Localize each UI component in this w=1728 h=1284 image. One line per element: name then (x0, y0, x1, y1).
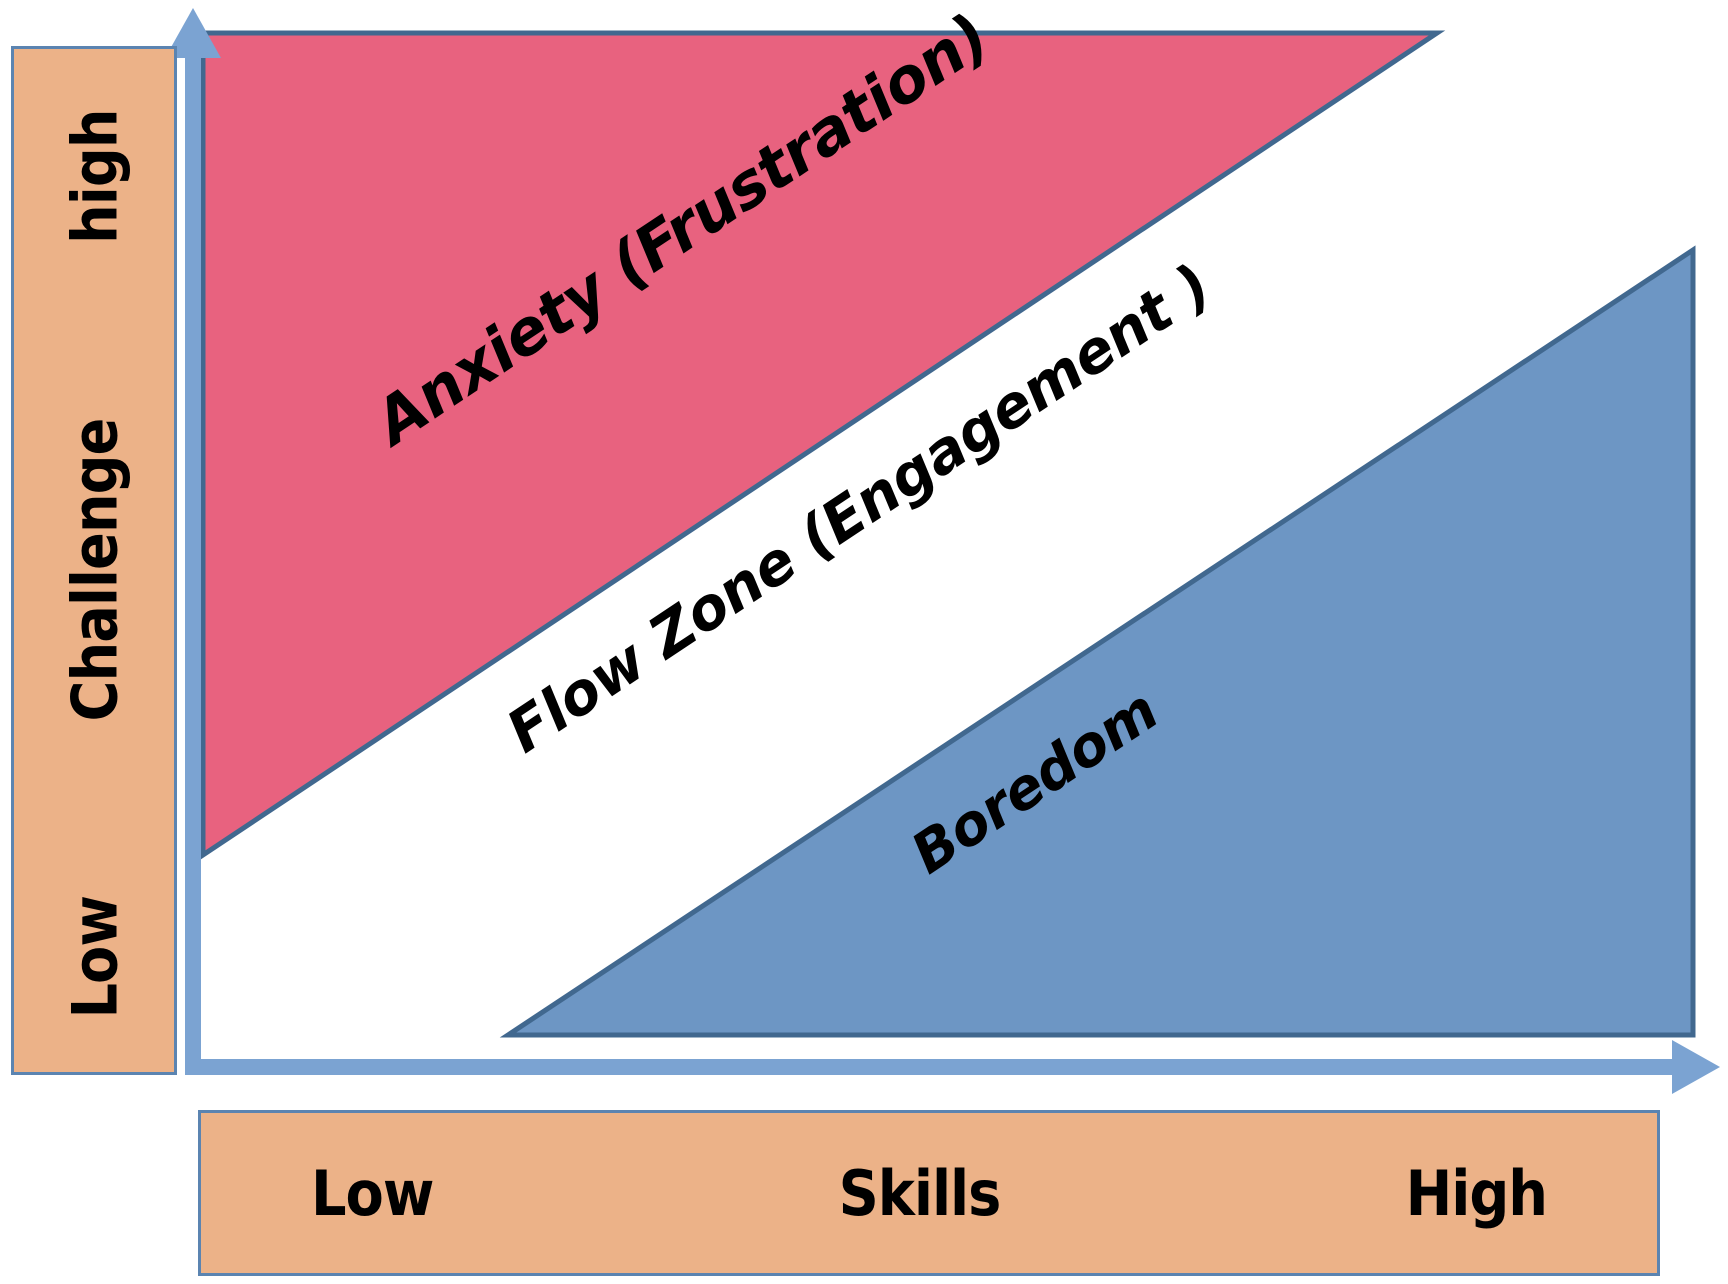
boredom-zone-shape (499, 245, 1696, 1038)
skills-axis-low-label: Low (311, 1156, 434, 1230)
skills-axis-title: Skills (838, 1156, 1002, 1230)
challenge-axis-high-label: high (57, 109, 131, 244)
skills-axis-high-label: High (1405, 1156, 1548, 1230)
skills-axis-bar: Low Skills High (198, 1110, 1660, 1276)
challenge-axis-low-label: Low (57, 895, 131, 1018)
anxiety-zone-shape (200, 30, 1446, 860)
challenge-axis-track: Low Challenge high (11, 49, 177, 1078)
challenge-axis-title: Challenge (57, 418, 131, 721)
challenge-axis-bar: Low Challenge high (11, 46, 177, 1075)
